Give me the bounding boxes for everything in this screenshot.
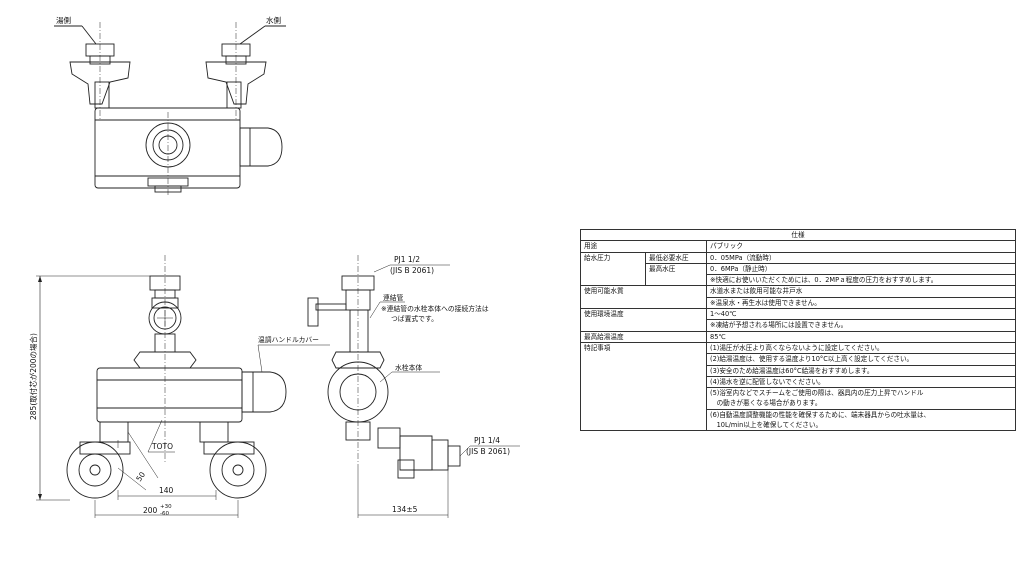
spec-pressure-note: ※快適にお使いいただくためには、0．2MPａ程度の圧力をおすすめします。 — [706, 274, 1016, 287]
spec-note-4: (4)湯水を逆に配管しないでください。 — [706, 375, 1016, 389]
spec-env-spacer — [580, 319, 707, 332]
spec-env-note: ※凍結が予想される場所には設置できません。 — [706, 319, 1016, 332]
spec-special-spacer-7 — [580, 420, 707, 432]
spec-pressure-label: 給水圧力 — [580, 251, 646, 264]
label-hot-side: 湯側 — [56, 15, 71, 25]
spec-min-pressure-label: 最低必要水圧 — [645, 251, 707, 264]
label-faucet-body: 水栓本体 — [395, 363, 422, 372]
spec-note-2: (2)給湯温度は、使用する温度より10°C以上高く設定してください。 — [706, 353, 1016, 366]
spec-note-5: (5)浴室内などでスチームをご使用の際は、器具内の圧力上昇でハンドル — [706, 387, 1016, 399]
spec-use-value: パブリック — [706, 240, 1016, 253]
spec-note-6: (6)自動温度調整機能の性能を確保するために、端末器具からの吐水量は、 — [706, 408, 1016, 421]
spec-use-label: 用途 — [580, 240, 707, 253]
label-jis-1: (JIS B 2061) — [390, 266, 434, 275]
spec-special-label: 特記事項 — [580, 341, 707, 354]
spec-max-hot-label: 最高給湯温度 — [580, 330, 707, 343]
spec-special-spacer-5 — [580, 398, 707, 410]
label-toto: TOTO — [151, 442, 173, 451]
spec-special-spacer-3 — [580, 376, 707, 388]
spec-water-label: 使用可能水質 — [580, 285, 707, 298]
dim-200: 200 — [143, 506, 158, 515]
label-connecting-pipe: 連結管 — [383, 293, 404, 302]
label-pj-quarter: PJ1 1/4 — [474, 436, 500, 445]
label-handle-cover: 温調ハンドルカバー — [258, 335, 319, 344]
front-view — [36, 255, 330, 518]
spec-water-spacer — [580, 297, 707, 310]
spec-note-5b: の動きが悪くなる場合があります。 — [706, 398, 1016, 410]
spec-table: 仕様 用途 パブリック 給水圧力 最低必要水圧 0．05MPa（流動時） 最高水… — [580, 228, 1016, 432]
spec-pressure-spacer-3 — [645, 274, 707, 287]
label-pj-half: PJ1 1/2 — [394, 255, 420, 264]
spec-max-hot-value: 85℃ — [706, 330, 1016, 343]
label-jis-2: (JIS B 2061) — [466, 447, 510, 456]
spec-note-3: (3)安全のため給湯温度は60°C給湯をおすすめします。 — [706, 364, 1016, 377]
label-connecting-note-2: つば置式です。 — [391, 314, 438, 323]
spec-special-spacer-4 — [580, 387, 707, 399]
spec-max-pressure-label: 最高水圧 — [645, 262, 707, 275]
spec-title: 仕様 — [580, 228, 1016, 242]
spec-note-6b: 10L/min以上を確保してください。 — [706, 420, 1016, 432]
dim-200-plus: +30 — [160, 504, 172, 510]
spec-pressure-spacer — [580, 263, 646, 275]
spec-env-label: 使用環境温度 — [580, 308, 707, 320]
label-connecting-note-1: ※連結管の水栓本体への接続方法は — [381, 304, 489, 313]
spec-env-value: 1～40℃ — [706, 308, 1016, 321]
spec-special-spacer-1 — [580, 353, 707, 366]
spec-water-value: 水道水または飲用可能な井戸水 — [706, 285, 1016, 298]
spec-special-spacer-2 — [580, 365, 707, 377]
label-water-side: 水側 — [266, 15, 281, 25]
side-view — [307, 255, 520, 518]
spec-special-spacer-6 — [580, 409, 707, 421]
dim-134: 134±5 — [392, 505, 418, 514]
spec-pressure-spacer-2 — [580, 274, 646, 287]
dim-50: 50 — [134, 470, 147, 483]
spec-note-1: (1)湯圧が水圧より高くならないように設定してください。 — [706, 341, 1016, 355]
dim-140: 140 — [159, 486, 174, 495]
dim-200-minus: -60 — [160, 511, 169, 517]
spec-water-note: ※温泉水・再生水は使用できません。 — [706, 296, 1016, 310]
top-view — [54, 22, 286, 195]
spec-min-pressure-value: 0．05MPa（流動時） — [706, 251, 1016, 264]
label-vertical-dim: 285(取付芯が200の場合) — [28, 333, 38, 420]
spec-max-pressure-value: 0．6MPa（静止時） — [706, 262, 1016, 276]
